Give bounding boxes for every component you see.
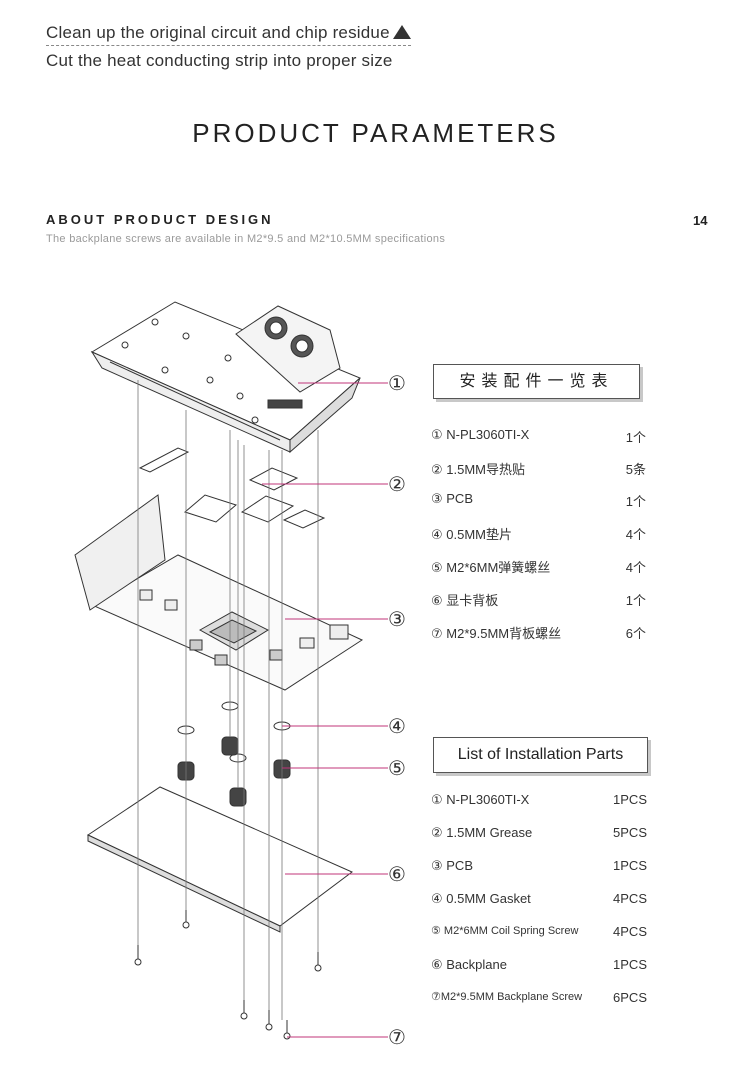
callout-6: ⑥: [388, 862, 406, 886]
callout-4: ④: [388, 714, 406, 738]
cn-list-heading: 安装配件一览表: [433, 364, 640, 399]
callout-lines: [262, 382, 388, 1038]
about-heading: ABOUT PRODUCT DESIGN: [46, 212, 274, 227]
en-list-heading: List of Installation Parts: [433, 737, 648, 773]
callout-1: ①: [388, 371, 406, 395]
backplane: [86, 786, 353, 933]
triangle-up-icon: [392, 25, 411, 39]
assembly-guide-lines: [137, 380, 319, 1020]
callout-3: ③: [388, 607, 406, 631]
callout-5: ⑤: [388, 756, 406, 780]
intro-line-1: Clean up the original circuit and chip r…: [46, 23, 411, 46]
intro-line-2: Cut the heat conducting strip into prope…: [46, 51, 393, 70]
backplane-screws: [134, 910, 322, 1040]
thermal-pads: [138, 447, 326, 529]
spring-screws: [177, 736, 291, 807]
water-block: [90, 301, 361, 454]
about-subtitle: The backplane screws are available in M2…: [46, 233, 446, 245]
callout-2: ②: [388, 472, 406, 496]
pcb-board: [74, 494, 364, 691]
page-title: PRODUCT PARAMETERS: [192, 118, 559, 148]
page-number: 14: [693, 213, 708, 228]
callout-7: ⑦: [388, 1025, 406, 1049]
